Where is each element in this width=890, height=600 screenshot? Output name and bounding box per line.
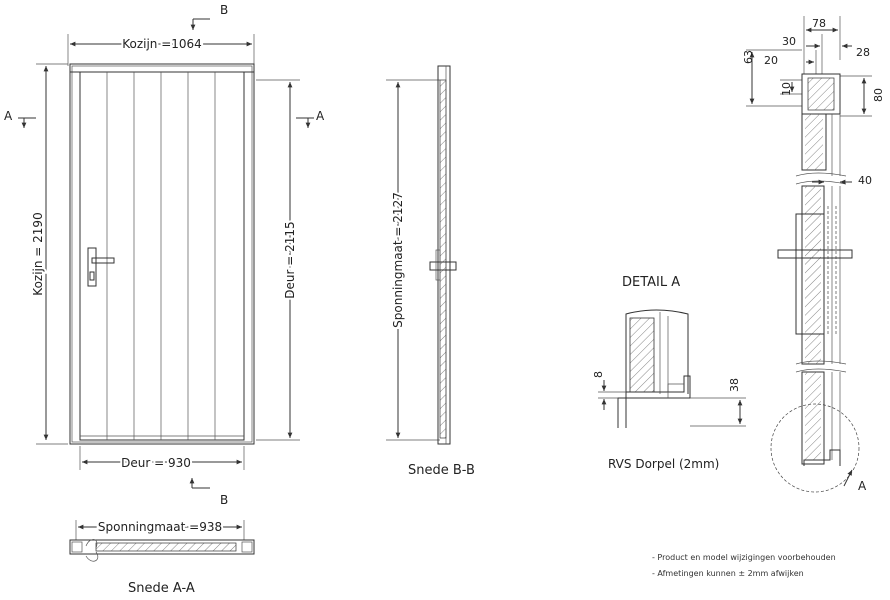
detail-a-title: DETAIL A: [622, 275, 680, 290]
sponningmaat-aa-label: Sponningmaat =938: [98, 520, 222, 534]
detail-a: DETAIL A 8 38 RVS Dorpel (2mm): [592, 275, 746, 471]
note-2: - Afmetingen kunnen ± 2mm afwijken: [652, 569, 804, 578]
notes: - Product en model wijzigingen voorbehou…: [652, 553, 836, 578]
front-view: Kozijn =1064 B Kozijn = 2190: [4, 3, 325, 507]
dim-63-label: 63: [742, 50, 755, 64]
section-marker-a-right: A: [316, 109, 325, 123]
dim-40-label: 40: [858, 174, 872, 187]
dim-30-label: 30: [782, 35, 796, 48]
detail-marker-a: A: [858, 479, 867, 493]
deur-height-label: Deur = 2115: [283, 221, 297, 298]
profile-section: 78 30 28 20 63 10 80 40: [742, 16, 885, 493]
dim-8-label: 8: [592, 371, 605, 378]
deur-width-label: Deur = 930: [121, 456, 191, 470]
note-1: - Product en model wijzigingen voorbehou…: [652, 553, 836, 562]
section-marker-b-top: B: [220, 3, 228, 17]
dim-78-label: 78: [812, 17, 826, 30]
dim-28-label: 28: [856, 46, 870, 59]
detail-a-caption: RVS Dorpel (2mm): [608, 457, 719, 471]
kozijn-height-label: Kozijn = 2190: [31, 212, 45, 295]
dim-20-label: 20: [764, 54, 778, 67]
section-bb: Sponningmaat = 2127 Snede B-B: [386, 65, 475, 478]
section-bb-title: Snede B-B: [408, 463, 475, 478]
dim-80-label: 80: [872, 88, 885, 102]
section-marker-a-left: A: [4, 109, 13, 123]
dim-38-label: 38: [728, 378, 741, 392]
dim-10-label: 10: [780, 82, 793, 96]
section-aa: Sponningmaat =938 Snede A-A: [69, 518, 255, 596]
section-aa-title: Snede A-A: [128, 581, 195, 596]
section-marker-b-bottom: B: [220, 493, 228, 507]
sponningmaat-bb-label: Sponningmaat = 2127: [391, 192, 405, 328]
kozijn-width-label: Kozijn =1064: [122, 37, 202, 51]
door-handle-icon: [87, 247, 115, 287]
